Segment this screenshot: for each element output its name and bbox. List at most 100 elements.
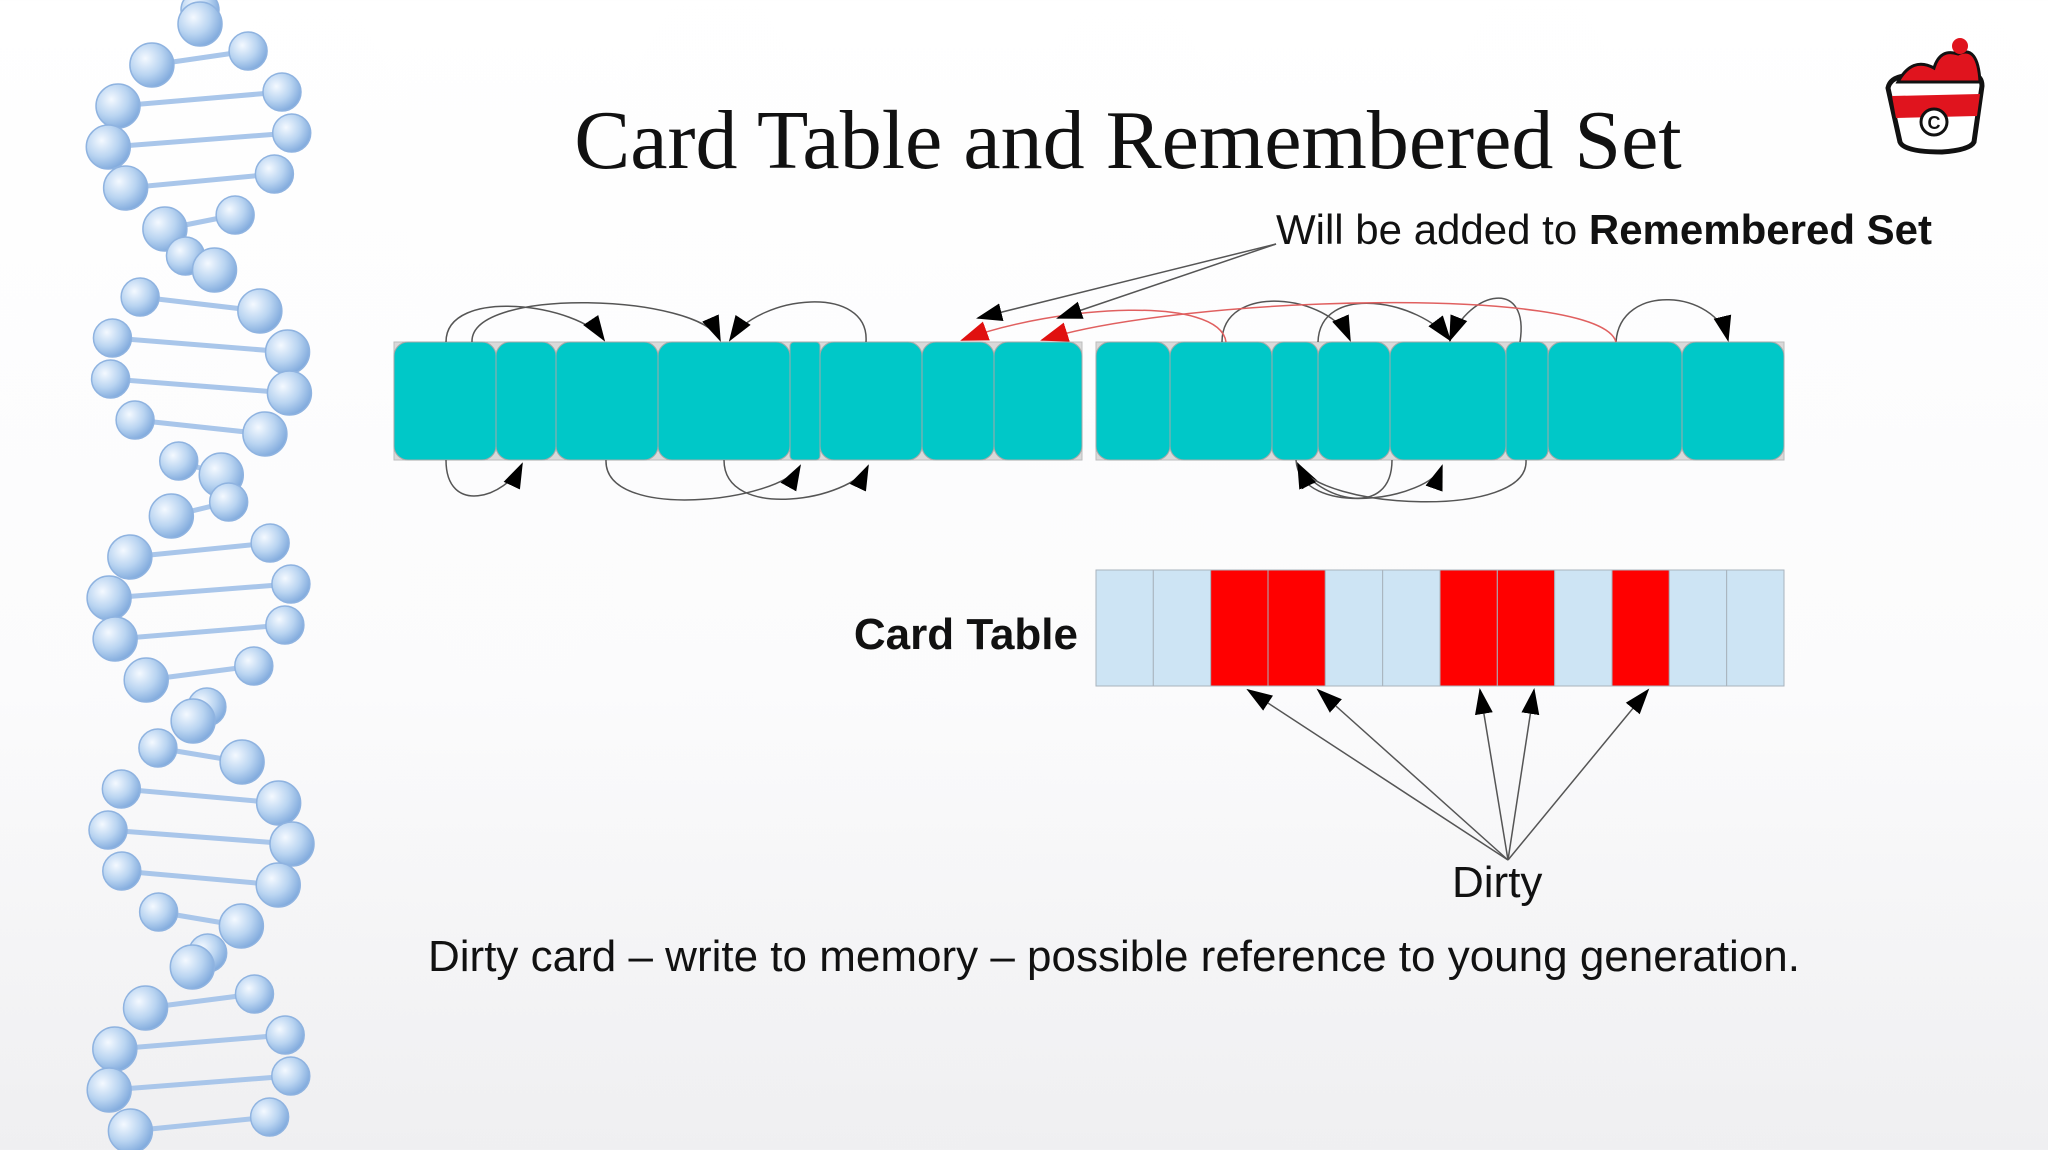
heap-object bbox=[1505, 341, 1549, 461]
molecule-bond bbox=[125, 171, 275, 191]
molecule-atom bbox=[177, 1, 223, 47]
molecule-atom bbox=[92, 616, 138, 662]
molecule-atom bbox=[219, 739, 265, 785]
molecule-bond bbox=[114, 622, 286, 642]
reference-arc bbox=[1449, 297, 1522, 343]
heap-object bbox=[1681, 341, 1785, 461]
molecule-atom bbox=[234, 646, 274, 686]
molecule-chain-icon bbox=[85, 0, 315, 1150]
molecule-bond bbox=[114, 1032, 286, 1052]
references-above-left bbox=[445, 301, 867, 343]
molecule-atom bbox=[265, 1015, 305, 1055]
molecule-atom bbox=[138, 892, 179, 932]
reference-arc bbox=[1221, 300, 1351, 343]
heap-object bbox=[1317, 341, 1391, 461]
reference-arc bbox=[1297, 459, 1527, 503]
molecule-atom bbox=[234, 974, 275, 1014]
molecule-atom bbox=[250, 523, 290, 563]
molecule-bond bbox=[109, 1073, 291, 1093]
molecule-atom bbox=[169, 944, 216, 990]
molecule-atom bbox=[86, 1067, 132, 1113]
heap-objects-right bbox=[1095, 341, 1785, 461]
dirty-arrows bbox=[1246, 688, 1650, 861]
card-dirty bbox=[1267, 569, 1326, 687]
reference-arc bbox=[1615, 299, 1732, 343]
references-below-left bbox=[445, 459, 869, 501]
heap-object bbox=[1547, 341, 1683, 461]
reference-arc bbox=[723, 459, 869, 500]
molecule-bond bbox=[130, 1114, 270, 1134]
reference-arc bbox=[445, 459, 523, 497]
molecule-atom bbox=[237, 288, 283, 334]
caption: Dirty card – write to memory – possible … bbox=[428, 932, 1800, 981]
heap-object bbox=[921, 341, 995, 461]
card-clean bbox=[1152, 569, 1212, 687]
molecule-atom bbox=[122, 985, 169, 1031]
reference-arc bbox=[471, 301, 721, 343]
molecule-atom bbox=[102, 851, 142, 891]
molecule-atom bbox=[148, 493, 195, 539]
heap-object bbox=[819, 341, 923, 461]
svg-text:C: C bbox=[1928, 113, 1941, 133]
molecule-bond bbox=[108, 130, 292, 150]
molecule-atom bbox=[218, 903, 265, 949]
molecule-atom bbox=[269, 821, 315, 867]
molecule-atom bbox=[102, 165, 149, 211]
references-above-right bbox=[1221, 297, 1732, 343]
remembered-set-bold: Remembered Set bbox=[1588, 206, 1932, 253]
remembered-set-callout bbox=[976, 243, 1277, 321]
molecule-atom bbox=[120, 277, 160, 317]
molecule-atom bbox=[129, 42, 175, 88]
molecule-atom bbox=[262, 72, 302, 112]
heap-object bbox=[993, 341, 1083, 461]
heap-object bbox=[1389, 341, 1507, 461]
molecule-atom bbox=[208, 482, 249, 522]
heap-object bbox=[1169, 341, 1273, 461]
card-clean bbox=[1726, 569, 1785, 687]
heap-object bbox=[657, 341, 791, 461]
remembered-set-label: Will be added to Remembered Set bbox=[1276, 206, 1932, 254]
molecule-atom bbox=[115, 400, 155, 440]
reference-arc bbox=[605, 459, 801, 501]
card-dirty bbox=[1210, 569, 1269, 687]
molecule-atom bbox=[170, 698, 216, 744]
reference-arc bbox=[445, 305, 606, 343]
heap-object bbox=[495, 341, 557, 461]
cross-generation-reference bbox=[1040, 301, 1617, 343]
molecule-bond bbox=[117, 89, 283, 109]
molecule-atom bbox=[88, 810, 128, 850]
molecule-atom bbox=[271, 113, 312, 153]
molecule-bond bbox=[112, 335, 288, 355]
reference-arc bbox=[1317, 302, 1452, 343]
molecule-atom bbox=[92, 318, 133, 358]
molecule-atom bbox=[271, 1056, 311, 1096]
heap-object bbox=[1271, 341, 1319, 461]
card-clean bbox=[1382, 569, 1441, 687]
molecule-atom bbox=[85, 124, 132, 170]
card-clean bbox=[1095, 569, 1154, 687]
molecule-atom bbox=[254, 154, 295, 194]
card-clean bbox=[1324, 569, 1384, 687]
molecule-atom bbox=[107, 534, 153, 580]
reference-arc bbox=[728, 301, 867, 343]
heap-object bbox=[789, 341, 821, 461]
molecule-atom bbox=[242, 411, 288, 457]
molecule-atom bbox=[191, 247, 238, 293]
molecule-atom bbox=[158, 441, 199, 481]
heap-object bbox=[555, 341, 659, 461]
card-dirty bbox=[1611, 569, 1670, 687]
molecule-atom bbox=[255, 862, 301, 908]
card-table bbox=[1095, 569, 1785, 687]
molecule-atom bbox=[101, 769, 142, 809]
heap-objects-left bbox=[393, 341, 1083, 461]
reference-arc bbox=[1295, 459, 1443, 500]
molecule-bond bbox=[129, 540, 271, 560]
card-dirty bbox=[1439, 569, 1498, 687]
molecule-atom bbox=[249, 1097, 290, 1137]
molecule-atom bbox=[265, 605, 305, 645]
cross-generation-reference bbox=[960, 309, 1227, 343]
molecule-atom bbox=[107, 1108, 154, 1150]
